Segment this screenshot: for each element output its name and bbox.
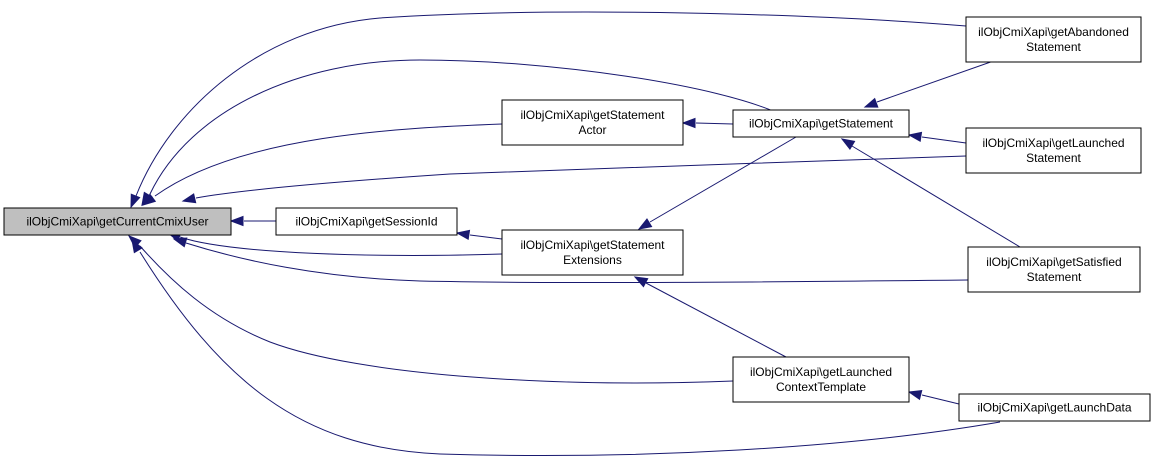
edge-line (695, 122, 734, 125)
node-box (967, 246, 1141, 293)
arrowhead (181, 193, 197, 204)
arrowhead (633, 276, 649, 288)
node-box (958, 393, 1151, 422)
node-box (501, 99, 684, 146)
edge-line (469, 234, 503, 240)
node-box (965, 16, 1142, 63)
edge-line (645, 282, 787, 358)
arrowhead (863, 97, 879, 108)
node-label: Statement (1026, 40, 1081, 54)
node-box (3, 207, 232, 236)
edge-line (851, 145, 1021, 248)
node-box (501, 229, 684, 276)
edge-stmt-to-ext (637, 136, 797, 230)
node-label: Statement (1026, 151, 1081, 165)
edge-line (139, 251, 1001, 457)
node-label: ilObjCmiXapi\getLaunched (750, 365, 892, 379)
edge-line (921, 136, 967, 144)
node-box (732, 109, 910, 138)
edge-layer (127, 11, 1021, 457)
node-label: ilObjCmiXapi\getStatement (520, 108, 665, 122)
edge-ext-to-session (455, 229, 503, 241)
node-layer: ilObjCmiXapi\getCurrentCmixUser ilObjCmiX… (3, 16, 1151, 422)
edge-actor-to-root (141, 123, 503, 206)
edge-line (185, 242, 969, 284)
edge-line (149, 59, 783, 195)
edge-satisfied-to-root (172, 237, 969, 284)
edge-line (195, 155, 967, 199)
edge-line (135, 11, 967, 197)
edge-satisfied-to-stmt (840, 138, 1021, 248)
edge-line (876, 57, 1003, 103)
edge-session-to-root (229, 215, 276, 227)
node-label: ilObjCmiXapi\getStatement (749, 117, 894, 131)
node-label: Actor (578, 123, 606, 137)
node-label: Extensions (563, 253, 622, 267)
node-box (965, 127, 1142, 174)
arrowhead (840, 138, 856, 150)
edge-line (179, 236, 503, 256)
edge-stmt-to-root (141, 59, 783, 207)
edge-line (649, 136, 797, 223)
node-stmt[interactable]: ilObjCmiXapi\getStatement (732, 109, 910, 138)
node-label: ilObjCmiXapi\getSessionId (295, 215, 437, 229)
edge-line (139, 245, 734, 384)
edge-launchdata-to-ctx (907, 389, 960, 405)
node-root[interactable]: ilObjCmiXapi\getCurrentCmixUser (3, 207, 232, 236)
node-box (275, 207, 458, 236)
edge-launchdata-to-root (131, 238, 1001, 457)
node-label: ContextTemplate (776, 380, 866, 394)
arrowhead (229, 215, 244, 227)
node-session[interactable]: ilObjCmiXapi\getSessionId (275, 207, 458, 236)
node-label: ilObjCmiXapi\getLaunchData (977, 401, 1131, 415)
node-label: ilObjCmiXapi\getStatement (520, 238, 665, 252)
arrowhead (172, 237, 188, 248)
arrowhead (907, 389, 923, 401)
edge-ctx-to-ext (633, 276, 787, 358)
arrowhead (455, 229, 471, 241)
arrowhead (681, 117, 696, 129)
arrowhead (637, 218, 653, 230)
node-label: ilObjCmiXapi\getLaunched (982, 136, 1124, 150)
node-launchdata[interactable]: ilObjCmiXapi\getLaunchData (958, 393, 1151, 422)
arrowhead (131, 238, 143, 254)
node-label: ilObjCmiXapi\getAbandoned (978, 25, 1129, 39)
edge-launched-to-root (181, 155, 967, 204)
edge-line (154, 123, 503, 197)
edge-aband-to-stmt (863, 57, 1003, 108)
node-label: ilObjCmiXapi\getCurrentCmixUser (26, 215, 208, 229)
arrowhead (141, 191, 153, 207)
edge-stmt-to-actor (681, 117, 734, 129)
node-label: Statement (1027, 270, 1082, 284)
edge-launched-to-stmt (907, 131, 967, 144)
arrowhead (130, 193, 141, 209)
arrowhead (907, 131, 923, 143)
edge-line (921, 394, 960, 405)
edge-aband-to-root (130, 11, 967, 209)
node-label: ilObjCmiXapi\getSatisfied (986, 255, 1121, 269)
node-box (732, 356, 910, 403)
